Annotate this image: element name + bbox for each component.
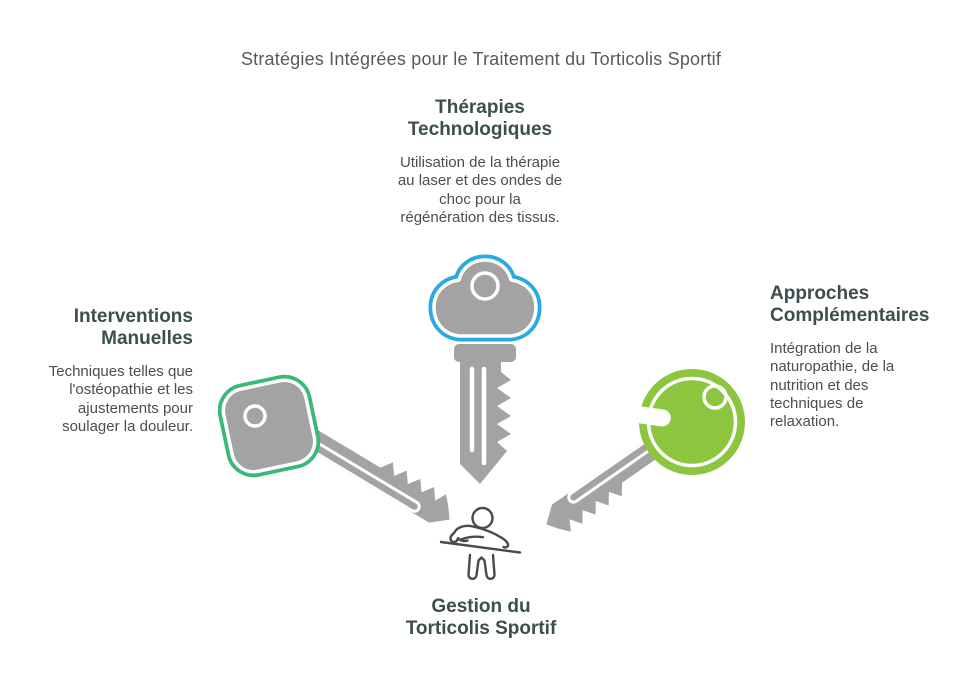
person-head	[471, 506, 494, 530]
key-notch	[633, 406, 671, 427]
person-legs	[467, 553, 496, 581]
key-hole	[243, 404, 267, 428]
key-head	[639, 369, 745, 475]
node-approches-complementaires: Approches Complémentaires Intégration de…	[770, 283, 950, 432]
node-description: Intégration de la naturopathie, de la nu…	[770, 340, 895, 431]
diagram-title: Stratégies Intégrées pour le Traitement …	[240, 49, 722, 69]
square-key-icon	[218, 374, 450, 523]
node-heading: Approches Complémentaires	[770, 283, 930, 327]
node-interventions-manuelles: Interventions Manuelles Techniques telle…	[20, 306, 193, 436]
node-gestion-torticolis: Gestion du Torticolis Sportif	[0, 596, 962, 640]
key-hole	[702, 384, 728, 410]
person-hand	[456, 537, 469, 543]
person-stretching-icon	[439, 506, 522, 581]
round-key-icon	[546, 369, 745, 532]
person-forearm	[459, 535, 485, 541]
person-arm	[449, 531, 460, 544]
node-description: Utilisation de la thérapie au laser et d…	[397, 154, 563, 226]
node-heading: Gestion du Torticolis Sportif	[405, 596, 557, 640]
node-heading: Thérapies Technologiques	[407, 97, 553, 141]
key-hole	[470, 271, 500, 301]
key-collar	[454, 344, 516, 362]
cloud-key-icon	[428, 254, 542, 484]
table-bar	[439, 540, 522, 554]
person-back	[452, 524, 510, 549]
node-therapies-technologiques: Thérapies Technologiques Utilisation de …	[355, 97, 605, 227]
node-description: Techniques telles que l'ostéopathie et l…	[48, 363, 193, 435]
key-head	[218, 374, 321, 478]
node-heading: Interventions Manuelles	[73, 306, 193, 350]
